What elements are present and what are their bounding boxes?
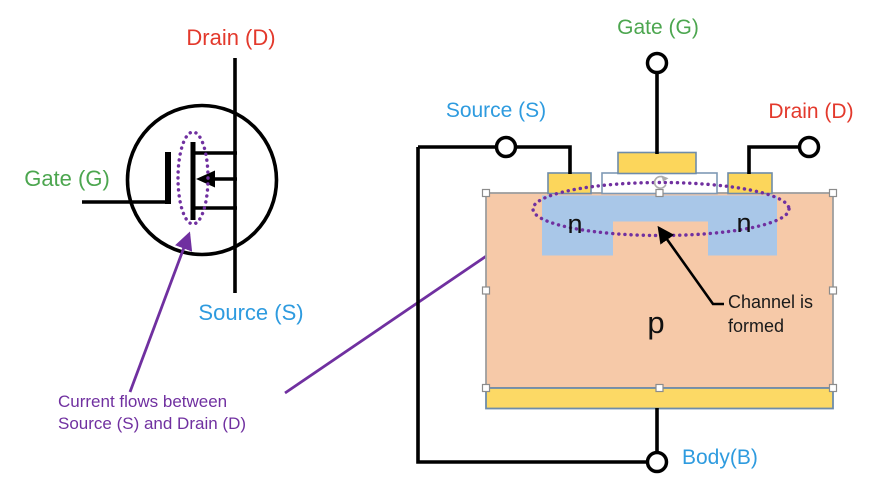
p-region-label: p (647, 305, 665, 340)
symbol-circle (125, 103, 279, 257)
source-body-wire (416, 147, 646, 464)
current-flow-note: Current flows between Source (S) and Dra… (58, 392, 247, 434)
handle-top-middle[interactable] (655, 188, 664, 198)
cross-section-body-label: Body(B) (682, 446, 758, 469)
handle-top-right[interactable] (828, 188, 838, 198)
body-terminal (645, 450, 669, 474)
selection-handles (481, 188, 838, 393)
gate-electrode (617, 151, 697, 175)
handle-middle-right[interactable] (828, 286, 838, 295)
n-region-left (542, 195, 613, 256)
handle-bottom-right[interactable] (828, 383, 838, 393)
channel-annotation-arrow (657, 225, 724, 306)
gate-terminal (645, 51, 669, 75)
drain-terminal (797, 135, 821, 159)
symbol-source-label: Source (S) (198, 300, 304, 325)
mosfet-symbol (82, 58, 279, 293)
handle-top-left[interactable] (481, 188, 491, 198)
cross-section-source-label: Source (S) (445, 99, 547, 122)
cross-section-drain-label: Drain (D) (768, 100, 854, 123)
symbol-channel-highlight-ellipse (176, 130, 210, 226)
symbol-gate-label: Gate (G) (24, 166, 110, 191)
n-region-right-label: n (736, 208, 752, 238)
n-region-left-label: n (567, 209, 583, 239)
cross-section-gate-label: Gate (G) (617, 16, 699, 39)
current-flow-arrow-left (128, 231, 193, 393)
symbol-body-arrowhead (196, 170, 215, 188)
drain-wire (747, 145, 798, 174)
cross-section (416, 51, 838, 474)
symbol-drain-label: Drain (D) (186, 25, 276, 50)
rotate-handle-icon[interactable] (653, 175, 669, 189)
handle-middle-left[interactable] (481, 286, 491, 295)
source-terminal (494, 135, 518, 159)
source-wire-right (517, 145, 572, 174)
handle-bottom-middle[interactable] (655, 383, 664, 393)
channel-formed-note: Channel is formed (728, 292, 814, 336)
handle-bottom-left[interactable] (481, 383, 491, 393)
